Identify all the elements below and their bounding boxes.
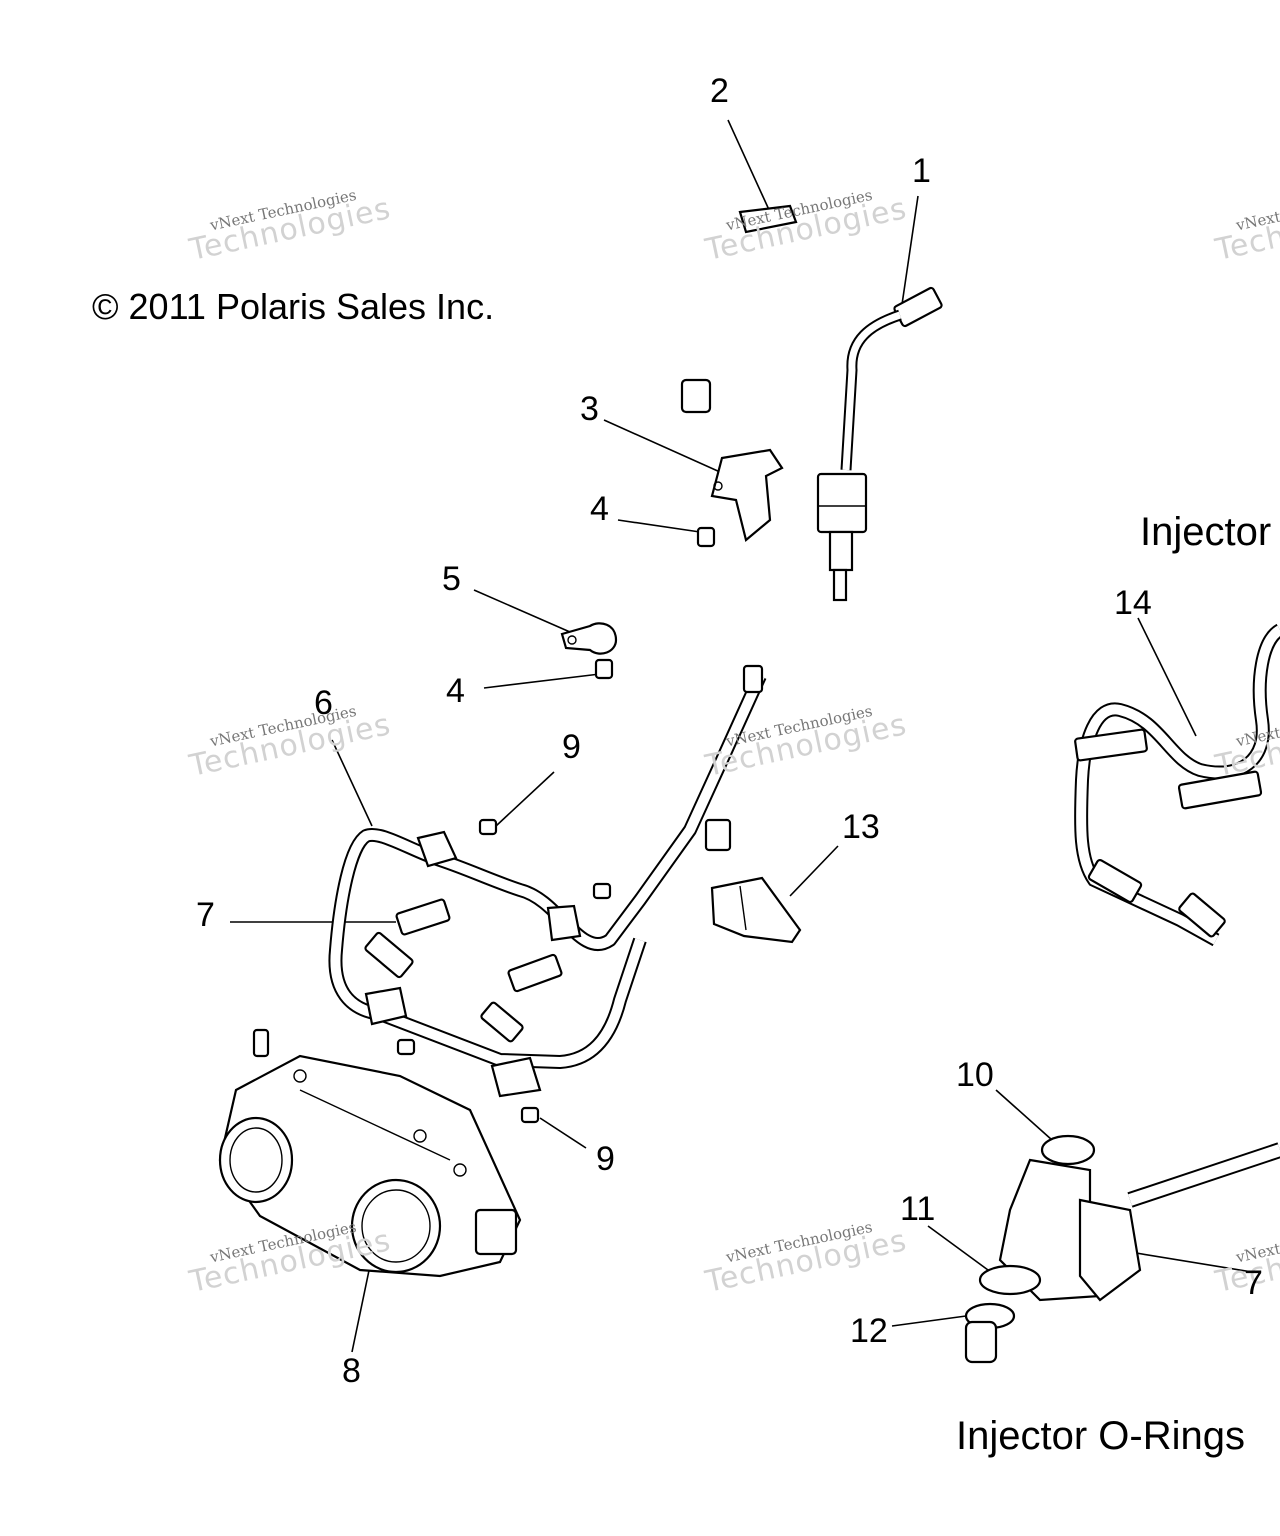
part-5-clamp bbox=[560, 622, 618, 655]
copyright-notice: © 2011 Polaris Sales Inc. bbox=[92, 286, 495, 327]
callout-4: 4 bbox=[590, 490, 609, 528]
callout-6: 6 bbox=[314, 684, 333, 722]
callout-12: 12 bbox=[850, 1312, 888, 1350]
caption-injector: Injector bbox=[1140, 510, 1272, 554]
leader-lines bbox=[230, 119, 1253, 1353]
callout-8: 8 bbox=[342, 1352, 361, 1390]
part-4-bolts bbox=[594, 526, 716, 680]
part-8-throttle-body bbox=[218, 1028, 522, 1278]
callout-10: 10 bbox=[956, 1056, 994, 1094]
part-7-injectors bbox=[364, 898, 563, 1043]
caption-injector-orings: Injector O-Rings bbox=[956, 1414, 1245, 1458]
callout-11: 11 bbox=[900, 1190, 936, 1228]
part-9-bolts bbox=[396, 818, 612, 1124]
callout-9-b: 9 bbox=[596, 1140, 615, 1178]
callout-3: 3 bbox=[580, 390, 599, 428]
callout-2: 2 bbox=[710, 72, 729, 110]
part-6-fuel-rail bbox=[328, 664, 767, 1098]
part-3-bracket bbox=[710, 448, 784, 542]
part-1-fuel-line bbox=[816, 286, 943, 602]
callout-4-b: 4 bbox=[446, 672, 465, 710]
part-13-clip bbox=[710, 876, 802, 944]
callout-5: 5 bbox=[442, 560, 461, 598]
part-2-fuel-hose bbox=[680, 204, 798, 414]
callout-13: 13 bbox=[842, 808, 880, 846]
callout-7: 7 bbox=[196, 896, 215, 934]
callout-7-b: 7 bbox=[1244, 1264, 1263, 1302]
callout-1: 1 bbox=[912, 152, 931, 190]
part-10-12-injector-detail bbox=[964, 1134, 1280, 1364]
part-14-fuel-rail-alt bbox=[1074, 623, 1280, 947]
callout-9: 9 bbox=[562, 728, 581, 766]
callout-14: 14 bbox=[1114, 584, 1152, 622]
